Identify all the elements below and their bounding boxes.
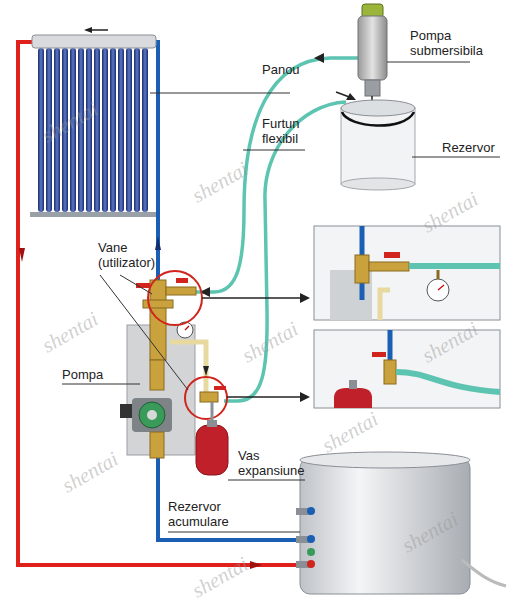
cold-pipe bbox=[152, 42, 302, 540]
pointer-arrow bbox=[300, 392, 310, 402]
vacuum-tube bbox=[62, 48, 68, 212]
vacuum-tube bbox=[86, 48, 92, 212]
watermark: shentai bbox=[188, 552, 253, 604]
watermark: shentai bbox=[38, 97, 103, 149]
vacuum-tube bbox=[134, 48, 140, 212]
hot-pipe bbox=[18, 42, 302, 565]
part-label: Rezervor acumulare bbox=[168, 499, 250, 529]
detail-inset bbox=[314, 226, 500, 320]
pointer-arrow bbox=[300, 293, 310, 303]
watermark: shentai bbox=[238, 317, 303, 369]
detail-inset bbox=[314, 330, 500, 408]
leader-lines bbox=[62, 62, 500, 532]
watermark: shentai bbox=[38, 307, 103, 359]
pointer-arrow bbox=[227, 396, 302, 398]
flow-arrow bbox=[155, 236, 161, 250]
vacuum-tube bbox=[78, 48, 84, 212]
part-label: Pompa bbox=[62, 367, 122, 382]
pointer-arrow bbox=[202, 297, 302, 299]
watermark: shentai bbox=[188, 157, 253, 209]
vacuum-tube bbox=[94, 48, 100, 212]
flow-arrow bbox=[84, 27, 92, 33]
part-label: Vane (utilizator) bbox=[98, 240, 188, 270]
vacuum-tube bbox=[142, 48, 148, 212]
watermark: shentai bbox=[318, 407, 383, 459]
solar-panel bbox=[30, 35, 156, 217]
submersible-pump bbox=[358, 4, 387, 110]
watermark: shentai bbox=[418, 187, 483, 239]
flow-arrow bbox=[203, 366, 209, 376]
vacuum-tube bbox=[110, 48, 116, 212]
vacuum-tube bbox=[126, 48, 132, 212]
storage-tank bbox=[296, 452, 506, 594]
vacuum-tube bbox=[118, 48, 124, 212]
vacuum-tube bbox=[46, 48, 52, 212]
vacuum-tube bbox=[70, 48, 76, 212]
flow-arrow bbox=[250, 561, 262, 569]
part-label: Rezervor bbox=[442, 140, 506, 155]
vacuum-tube bbox=[54, 48, 60, 212]
watermark: shentai bbox=[58, 447, 123, 499]
flow-arrow bbox=[314, 53, 324, 63]
flow-arrow bbox=[346, 93, 356, 100]
watermark: shentai bbox=[398, 507, 463, 559]
vacuum-tube bbox=[102, 48, 108, 212]
expansion-vessel bbox=[196, 402, 228, 475]
water-bucket bbox=[341, 100, 415, 190]
part-label: Furtun flexibil bbox=[262, 116, 322, 146]
highlight-circle bbox=[148, 271, 202, 325]
flow-arrow bbox=[19, 248, 25, 262]
vacuum-tube bbox=[38, 48, 44, 212]
watermark: shentai bbox=[418, 317, 483, 369]
part-label: Pompa submersibila bbox=[410, 28, 500, 58]
part-label: Panou bbox=[262, 62, 342, 77]
highlight-circle bbox=[185, 377, 227, 419]
part-label: Vas expansiune bbox=[238, 448, 318, 478]
